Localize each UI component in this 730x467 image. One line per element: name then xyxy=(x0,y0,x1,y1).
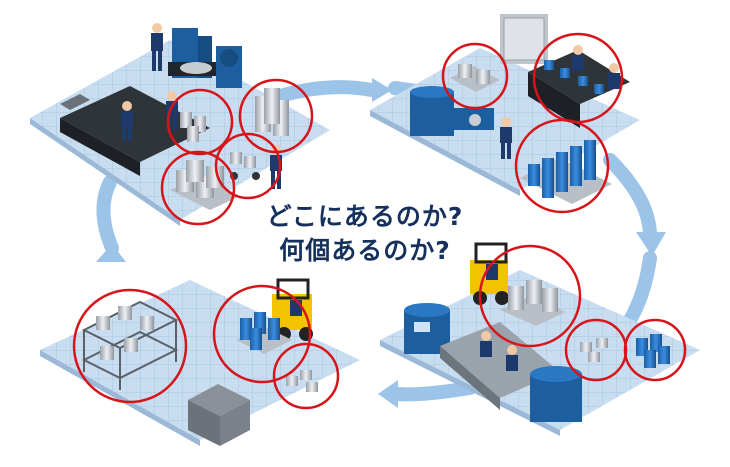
caption-line-1: どこにあるのか? xyxy=(266,202,464,231)
flow-arrow-left xyxy=(96,175,119,255)
pallet-icon xyxy=(170,160,240,210)
drum-icon xyxy=(544,60,604,94)
worker-icon xyxy=(151,23,163,71)
worker-icon xyxy=(506,345,518,371)
flow-arrow-top xyxy=(273,80,379,103)
worker-icon xyxy=(121,101,133,141)
highlight-circle xyxy=(441,42,509,110)
pallet-icon xyxy=(580,338,608,362)
pallet-icon xyxy=(180,112,206,142)
pallet-icon xyxy=(255,88,289,136)
drum-icon xyxy=(236,312,292,354)
drum-icon xyxy=(520,140,612,204)
highlight-circle xyxy=(160,150,236,226)
highlight-circle xyxy=(72,288,188,404)
worker-icon xyxy=(480,331,492,357)
drum-icon xyxy=(636,334,670,368)
floor-bottom-right xyxy=(380,270,700,436)
flow-arrow-right xyxy=(603,153,657,243)
highlight-circle xyxy=(166,88,234,156)
machine-icon xyxy=(410,86,494,136)
worker-icon xyxy=(500,117,512,159)
pallet-icon xyxy=(450,64,500,92)
pallet-icon xyxy=(286,370,318,392)
pallet-icon xyxy=(96,306,154,360)
highlight-circle xyxy=(514,118,610,214)
worker-icon xyxy=(608,63,620,89)
highlight-circles xyxy=(72,32,687,410)
flow-arrow-heads xyxy=(96,78,666,408)
machine-icon xyxy=(168,28,242,88)
pallet-icon xyxy=(188,384,250,446)
conveyor-icon xyxy=(60,86,210,176)
highlight-circle xyxy=(478,244,582,348)
forklift-icon xyxy=(470,242,509,305)
pallet-icon xyxy=(500,280,566,326)
highlight-circle xyxy=(214,132,282,200)
machine-icon xyxy=(530,366,582,422)
caption-line-2: 何個あるのか? xyxy=(279,236,451,265)
highlight-circle xyxy=(272,342,340,410)
highlight-circle xyxy=(623,318,687,382)
highlight-circle xyxy=(212,284,312,384)
worker-icon xyxy=(572,45,584,71)
flow-arrow-bottom xyxy=(391,381,477,402)
